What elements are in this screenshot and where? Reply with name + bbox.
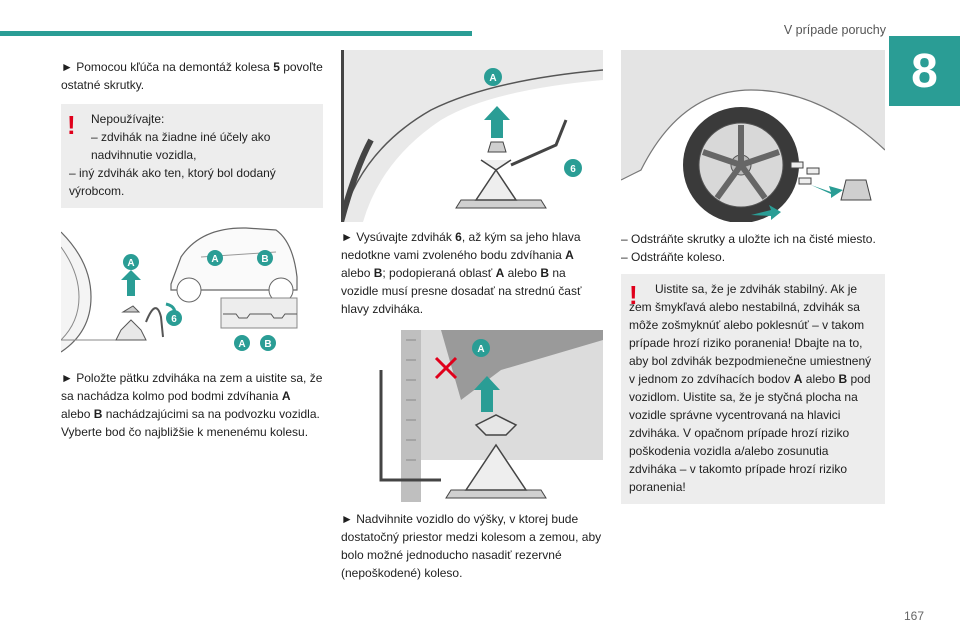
warning-box: ! Nepoužívajte: – zdvihák na žiadne iné … bbox=[61, 104, 323, 208]
bullet-icon: ► bbox=[61, 60, 73, 74]
instruction-loosen-bolts: ► Pomocou kľúča na demontáž kolesa 5 pov… bbox=[61, 60, 323, 92]
instruction-position-jack: ► Položte pätku zdviháka na zem a uistit… bbox=[61, 371, 323, 439]
column-2: A 6 ► Vysúvajte zdvihák 6, až kým sa jeh… bbox=[341, 50, 603, 582]
instruction-extend-jack: ► Vysúvajte zdvihák 6, až kým sa jeho hl… bbox=[341, 230, 582, 316]
jack-head-illustration: A bbox=[341, 330, 603, 502]
figure-jack-positioning: A A B 6 A B bbox=[61, 222, 323, 357]
callout-a: A bbox=[211, 254, 218, 265]
warning-icon: ! bbox=[67, 110, 76, 140]
bullet-icon: ► bbox=[341, 230, 353, 244]
jack-positioning-illustration: A A B 6 A B bbox=[61, 227, 298, 353]
section-title: V prípade poruchy bbox=[783, 23, 886, 37]
callout-a: A bbox=[238, 339, 245, 350]
figure-jack-head: A bbox=[341, 330, 603, 502]
callout-jack: 6 bbox=[171, 314, 177, 325]
callout-jack: 6 bbox=[570, 164, 576, 175]
jack-extend-illustration: A 6 bbox=[341, 50, 603, 222]
bullet-icon: ► bbox=[61, 371, 73, 385]
instruction-raise-vehicle: ► Nadvihnite vozidlo do výšky, v ktorej … bbox=[341, 512, 602, 580]
column-1: ► Pomocou kľúča na demontáž kolesa 5 pov… bbox=[61, 58, 323, 441]
figure-remove-wheel bbox=[621, 50, 885, 222]
page-number: 167 bbox=[903, 609, 924, 623]
callout-b: B bbox=[261, 254, 268, 265]
instruction-remove-wheel: – Odstráňte koleso. bbox=[621, 250, 726, 264]
callout-a: A bbox=[127, 258, 134, 269]
callout-a: A bbox=[477, 344, 484, 355]
warning-icon: ! bbox=[629, 280, 638, 310]
chapter-tab: 8 bbox=[889, 36, 960, 106]
callout-b: B bbox=[264, 339, 271, 350]
column-3: – Odstráňte skrutky a uložte ich na čist… bbox=[621, 50, 885, 504]
warning-text: Uistite sa, že je zdvihák stabilný. Ak j… bbox=[629, 282, 872, 494]
figure-jack-extend: A 6 bbox=[341, 50, 603, 222]
remove-wheel-illustration bbox=[621, 50, 885, 222]
warning-box: ! Uistite sa, že je zdvihák stabilný. Ak… bbox=[621, 274, 885, 504]
bullet-icon: ► bbox=[341, 512, 353, 526]
header-accent-bar bbox=[0, 31, 472, 36]
instruction-remove-bolts: – Odstráňte skrutky a uložte ich na čist… bbox=[621, 232, 876, 246]
callout-a: A bbox=[489, 73, 496, 84]
